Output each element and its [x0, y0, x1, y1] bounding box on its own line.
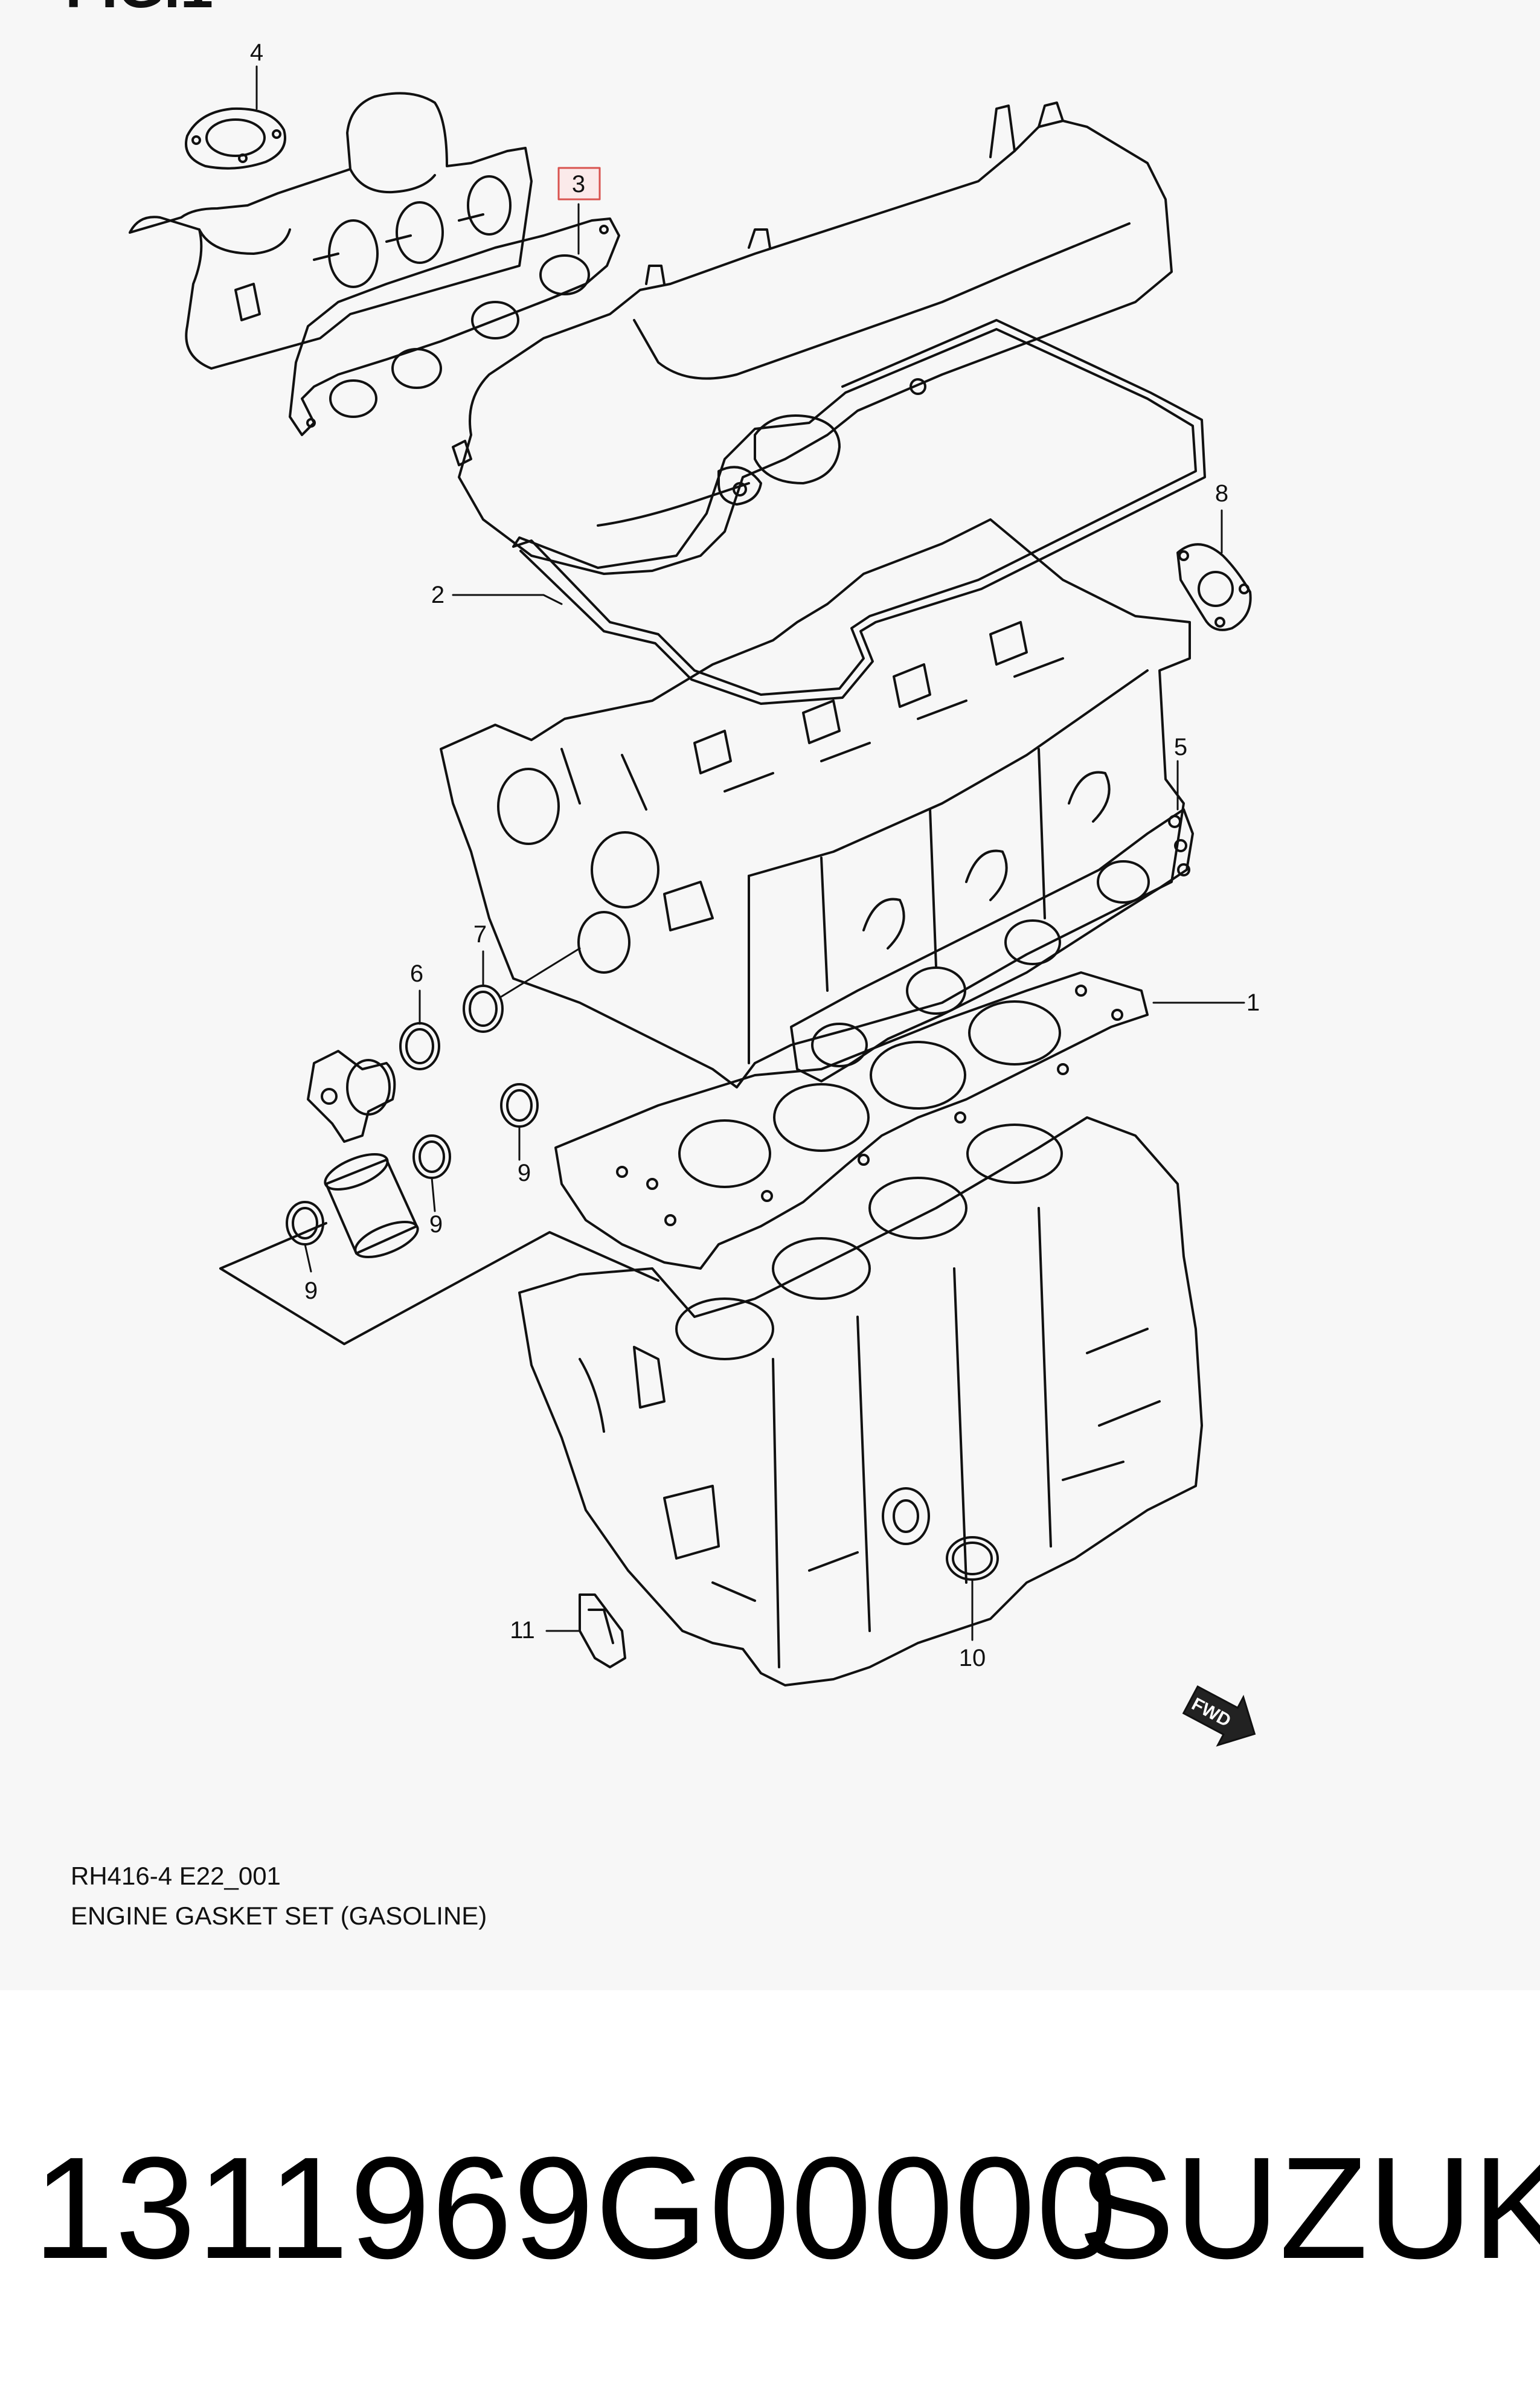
footer	[0, 1990, 1540, 2392]
oring-part-9b	[412, 1134, 451, 1179]
exhaust-manifold-gasket-part-3	[289, 217, 620, 436]
diagram-description: ENGINE GASKET SET (GASOLINE)	[71, 1902, 487, 1930]
oring-part-9a	[500, 1083, 539, 1128]
intake-gasket-part-5	[790, 808, 1194, 1082]
callout-6: 6	[410, 960, 423, 987]
callout-9-a: 9	[518, 1160, 531, 1186]
callout-5: 5	[1174, 734, 1187, 760]
oring-part-10	[946, 1536, 999, 1581]
callout-9-b: 9	[429, 1211, 443, 1238]
valve-cover-gasket-part-2	[512, 319, 1206, 705]
callout-2: 2	[431, 582, 444, 608]
valve-cover	[452, 101, 1173, 575]
callout-1: 1	[1246, 989, 1260, 1016]
oring-part-7	[463, 985, 504, 1033]
callout-9-c: 9	[304, 1278, 318, 1304]
callout-7: 7	[473, 921, 487, 948]
gasket-part-4	[185, 107, 286, 170]
leader-lines	[255, 65, 1245, 1641]
callout-10: 10	[959, 1645, 986, 1671]
oil-control-valve	[307, 1050, 396, 1143]
diagram-panel: FIG.1	[65, 0, 1260, 1930]
diagram-code: RH416-4 E22_001	[71, 1862, 281, 1890]
cylinder-block	[518, 1116, 1203, 1686]
exhaust-manifold	[129, 92, 533, 370]
callout-4: 4	[250, 39, 263, 66]
cylinder-head	[440, 518, 1191, 1088]
oil-filter-sleeve	[324, 1153, 419, 1258]
brand-name: SUZUKI	[1078, 2127, 1540, 2289]
head-gasket-part-1	[554, 971, 1149, 1270]
exploded-engine-diagram: 4 3 2 8 5 1 6 7 9 9 9 10 11 FWD	[129, 39, 1260, 1747]
gasket-part-11	[579, 1593, 626, 1668]
highlight-box-part-3	[557, 167, 601, 201]
gasket-part-8	[1176, 543, 1252, 631]
callout-8: 8	[1215, 480, 1228, 507]
figure-label: FIG.1	[65, 0, 213, 21]
callout-11: 11	[510, 1617, 535, 1644]
oring-part-6	[399, 1022, 440, 1070]
group-bracket	[219, 1222, 659, 1345]
callout-3: 3	[572, 171, 585, 198]
part-number: 1311969G00000	[33, 2127, 1118, 2289]
fwd-direction-badge: FWD	[1182, 1685, 1256, 1747]
